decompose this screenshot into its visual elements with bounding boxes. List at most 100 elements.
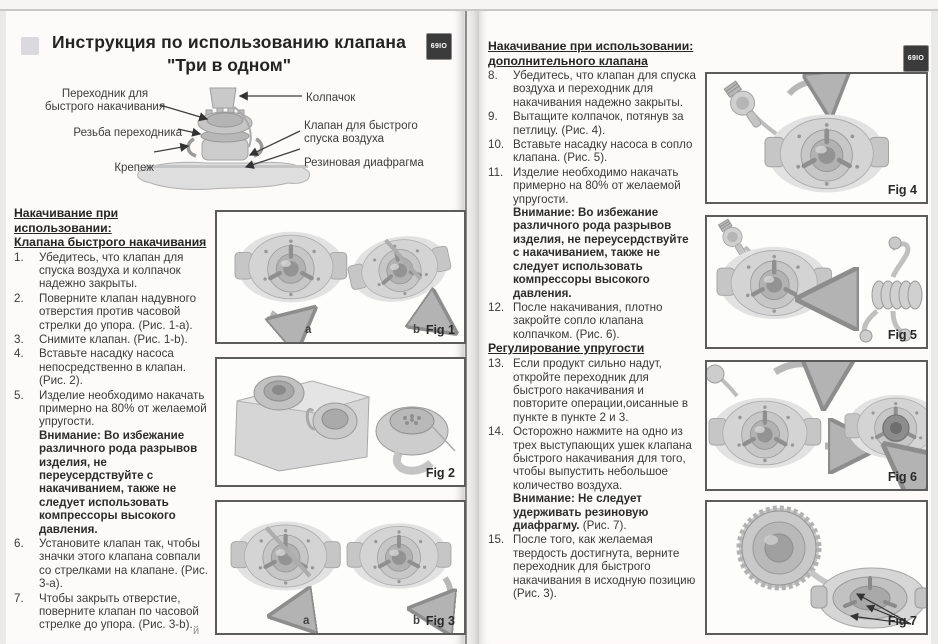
section-heading: Накачивание при использовании: Клапана б… [14, 206, 212, 250]
figure-7: Fig 7 [705, 500, 928, 635]
figure-caption: Fig 4 [887, 183, 917, 197]
list-item: 14. Осторожно нажмите на одно из трех выс… [488, 425, 698, 532]
item-text: Чтобы закрыть отверстие, поверните клапа… [39, 591, 199, 632]
section-heading: Накачивание при использовании: дополните… [488, 39, 698, 68]
model-badge: 69IO [426, 33, 452, 60]
item-text: Осторожно нажмите на одно из трех выступ… [513, 425, 692, 492]
item-number: 4. [14, 347, 24, 361]
page-gutter [463, 11, 479, 644]
figure-1: a b Fig 1 [215, 210, 466, 344]
pump-nozzle [859, 236, 923, 343]
item-number: 9. [488, 110, 498, 124]
list-item: 13.Если продукт сильно надут, откройте п… [488, 357, 698, 424]
figure-3-illustration [217, 502, 464, 633]
heading-line: дополнительного клапана [488, 53, 648, 68]
item-text: Изделие необходимо накачать примерно на … [39, 388, 207, 429]
item-number: 10. [488, 138, 505, 152]
scan-artifact: й [193, 625, 200, 637]
figure-7-illustration [736, 505, 926, 629]
item-text: После того, как желаемая твердость дости… [513, 533, 696, 601]
figure-caption: Fig 1 [425, 323, 455, 337]
list-item: 10. Вставьте насадку насоса в сопло клапа… [488, 138, 698, 165]
label-cap: Колпачок [306, 92, 356, 104]
item-number: 3. [14, 332, 24, 346]
warning-text: Внимание: Во избежание различного рода р… [513, 206, 689, 300]
subsection-heading: Регулирование упругости [488, 341, 698, 356]
heading-line: Регулирование упругости [488, 341, 645, 356]
warning-text: Внимание: Во избежание различного рода р… [39, 428, 198, 536]
figure-2-illustration [234, 375, 456, 475]
item-text: После накачивания, плотно закройте сопло… [513, 300, 663, 341]
figure-sublabel-a: a [303, 615, 310, 627]
heading-line: Накачивание при использовании: [488, 39, 694, 53]
item-number: 15. [488, 533, 505, 547]
item-number: 1. [14, 250, 24, 264]
item-text: Поверните клапан надувного отверстия про… [39, 291, 197, 332]
list-item: 1. Убедитесь, что клапан для спуска возду… [14, 251, 212, 291]
item-text: Изделие необходимо накачать примерно на … [513, 165, 681, 206]
figure-1-illustration [217, 225, 464, 342]
list-item: 11.Изделие необходимо накачать примерно … [488, 166, 698, 300]
heading-line: Накачивание при [14, 206, 119, 220]
item-text: (Рис. 7). [579, 519, 627, 532]
label-quick-deflate-valve: Клапан для быстрого спуска воздуха [304, 120, 418, 145]
figure-sublabel-b: b [413, 615, 421, 627]
figure-caption: Fig 2 [425, 466, 455, 480]
page-title-line2: "Три в одном" [166, 55, 292, 75]
figure-caption: Fig 3 [425, 614, 455, 628]
item-text: Установите клапан так, чтобы значки этог… [39, 537, 209, 591]
valve-exploded-diagram [137, 87, 311, 190]
figure-6: Fig 6 [705, 360, 928, 491]
figure-4-illustration [719, 74, 926, 202]
figure-caption: Fig 5 [887, 328, 917, 342]
manual-page-left: Инструкция по использованию клапана "Три… [6, 11, 466, 644]
item-text: Убедитесь, что клапан для спуска воздуха… [513, 69, 696, 109]
figure-sublabel-a: a [305, 324, 312, 336]
figure-sublabel-b: b [413, 324, 421, 336]
item-number: 13. [488, 357, 505, 371]
item-text: Убедитесь, что клапан для спуска воздуха… [39, 250, 184, 291]
list-item: 15. После того, как желаемая твердость до… [488, 533, 698, 600]
list-item: 12.После накачивания, плотно закройте со… [488, 301, 698, 341]
item-number: 5. [14, 388, 24, 402]
page-gutter-line [465, 11, 467, 644]
page-title-line1: Инструкция по использованию клапана [51, 32, 407, 52]
item-number: 8. [488, 69, 498, 82]
list-item: 6. Установите клапан так, чтобы значки эт… [14, 537, 212, 591]
figure-2: Fig 2 [215, 357, 466, 487]
figure-4: Fig 4 [705, 72, 928, 204]
label-fastener: Крепеж [114, 162, 154, 174]
item-number: 7. [14, 591, 24, 605]
item-number: 14. [488, 425, 505, 439]
item-text: Вставьте насадку насоса в сопло клапана.… [513, 138, 693, 165]
label-adapter-thread: Резьба переходника [73, 127, 182, 139]
item-number: 2. [14, 291, 24, 305]
manual-page-right: 69IO Накачивание при использовании: допо… [479, 11, 931, 644]
bleedthrough-badge [21, 37, 39, 55]
list-item: 9. Вытащите колпачок, потянув за петлицу.… [488, 110, 698, 137]
figure-caption: Fig 6 [887, 470, 917, 484]
item-text: Снимите клапан. (Рис. 1-b). [39, 332, 188, 346]
figure-5-illustration [714, 217, 923, 343]
list-item: 4. Вставьте насадку насоса непосредственн… [14, 347, 212, 387]
figure-3: a b Fig 3 [215, 500, 466, 635]
figure-6-illustration [707, 362, 926, 489]
heading-line: использовании: [14, 220, 112, 235]
item-number: 6. [14, 537, 24, 551]
right-text-column: Накачивание при использовании: дополните… [488, 39, 698, 600]
item-text: Вытащите колпачок, потянув за петлицу. (… [513, 110, 684, 137]
model-badge: 69IO [903, 45, 929, 72]
figure-caption: Fig 7 [887, 614, 917, 628]
left-text-column: Накачивание при использовании: Клапана б… [14, 206, 212, 632]
label-rubber-diaphragm: Резиновая диафрагма [304, 157, 424, 169]
list-item: 2. Поверните клапан надувного отверстия п… [14, 292, 212, 332]
label-quick-inflate-adapter: Переходник для быстрого накачивания [44, 88, 166, 113]
list-item: 7. Чтобы закрыть отверстие, поверните кла… [14, 592, 212, 632]
figure-5: Fig 5 [705, 215, 928, 349]
list-item: 3. Снимите клапан. (Рис. 1-b). [14, 333, 212, 346]
list-item: 8. Убедитесь, что клапан для спуска возду… [488, 69, 698, 109]
scan-top-strip [0, 0, 938, 11]
warning-text: Внимание: Не следует удерживать резинову… [513, 492, 649, 532]
item-text: Вставьте насадку насоса непосредственно … [39, 347, 186, 388]
